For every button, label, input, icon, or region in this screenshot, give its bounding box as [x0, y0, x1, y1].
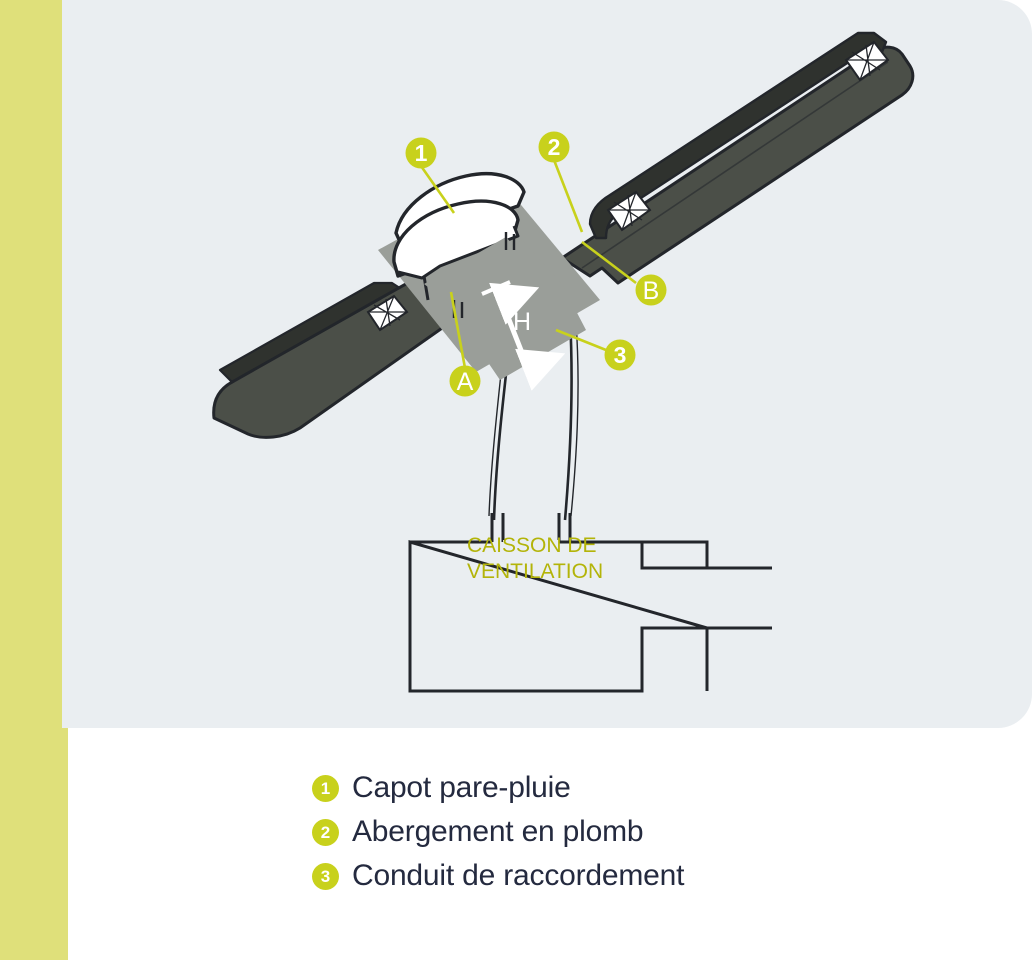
left-accent-bar — [0, 0, 68, 960]
rain-cap — [392, 172, 526, 301]
roof-slab-upper — [560, 45, 915, 285]
roof-fixing-clip-upper — [844, 40, 890, 82]
legend: 1 Capot pare-pluie 2 Abergement en plomb… — [312, 766, 952, 898]
ventilation-box — [408, 513, 772, 693]
callout-1[interactable]: 1 — [405, 137, 437, 169]
legend-label-1: Capot pare-pluie — [352, 771, 571, 804]
callout-a[interactable]: A — [449, 365, 481, 397]
legend-item-3: 3 Conduit de raccordement — [312, 854, 952, 898]
illustration-panel: CAISSON DE VENTILATION — [62, 0, 1032, 728]
legend-item-1: 1 Capot pare-pluie — [312, 766, 952, 810]
roof-fixing-clip-lower — [366, 294, 409, 332]
legend-item-2: 2 Abergement en plomb — [312, 810, 952, 854]
legend-label-3: Conduit de raccordement — [352, 859, 685, 892]
roof-vent-diagram: CAISSON DE VENTILATION — [212, 31, 915, 693]
box-label-line2: VENTILATION — [467, 560, 603, 583]
legend-badge-1: 1 — [312, 774, 339, 802]
callout-3-label: 3 — [614, 342, 627, 368]
callout-2[interactable]: 2 — [538, 131, 570, 163]
callout-a-label: A — [457, 368, 474, 396]
callout-2-label: 2 — [548, 134, 561, 160]
legend-badge-3: 3 — [312, 862, 339, 890]
panel-left-fill — [62, 0, 102, 728]
dimension-h — [481, 280, 566, 391]
legend-label-2: Abergement en plomb — [352, 815, 644, 848]
callout-3[interactable]: 3 — [604, 339, 636, 371]
roof-fixing-clip-mid — [606, 190, 652, 232]
callout-b-label: B — [643, 277, 660, 305]
legend-badge-2: 2 — [312, 818, 339, 846]
callout-b[interactable]: B — [635, 274, 667, 306]
dimension-h-label: H — [513, 308, 531, 336]
callout-leader-lines — [419, 159, 637, 369]
callout-1-label: 1 — [415, 140, 428, 166]
box-label-line1: CAISSON DE — [467, 534, 597, 557]
